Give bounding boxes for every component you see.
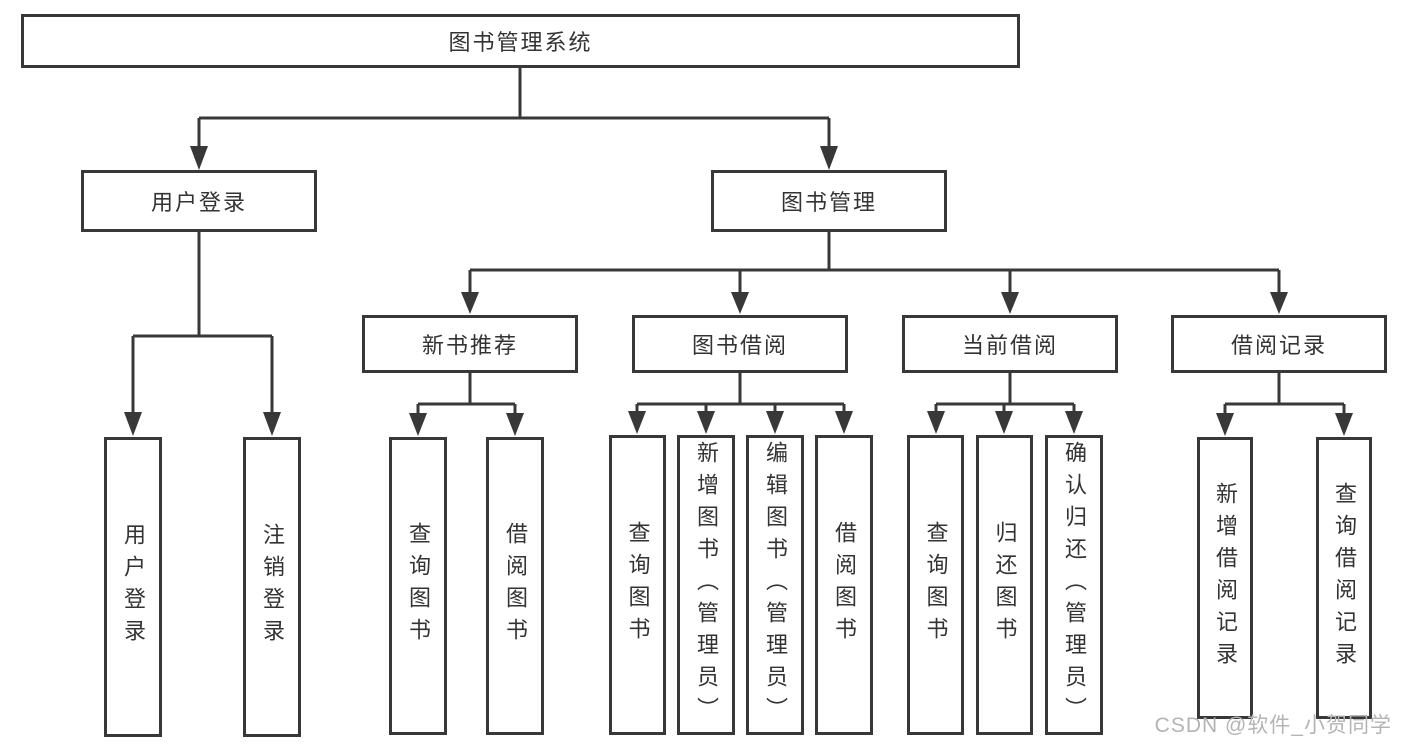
node-book-management: 图书管理 [711,170,947,232]
leaf-borrow-books: 借阅图书 [815,435,873,735]
node-label: 新书推荐 [421,333,518,358]
node-label: 新增借阅记录 [1213,482,1238,674]
node-label: 图书管理 [780,190,877,215]
connector-records-children [1216,373,1353,436]
node-book-management-system: 图书管理系统 [21,14,1020,68]
node-label: 图书借阅 [691,333,788,358]
leaf-query-books-recommend: 查询图书 [389,437,447,735]
node-label: 查询图书 [406,522,431,650]
node-label: 注销登录 [260,523,285,651]
node-label: 查询借阅记录 [1332,482,1357,674]
node-user-login: 用户登录 [81,170,317,232]
node-current-borrowing: 当前借阅 [902,315,1118,373]
connector-user-login-children [124,232,281,436]
node-label: 新增图书（管理员） [694,441,719,729]
node-label: 当前借阅 [961,333,1058,358]
connector-book-management-to-level3 [461,232,1288,314]
node-label: 编辑图书（管理员） [763,441,788,729]
connector-book-borrowing-children [628,373,853,434]
node-label: 图书管理系统 [448,30,593,55]
node-label: 用户登录 [150,190,247,215]
leaf-query-books-borrowing: 查询图书 [609,435,666,735]
leaf-add-borrow-record: 新增借阅记录 [1197,437,1253,719]
node-new-book-recommend: 新书推荐 [362,315,578,373]
node-label: 借阅图书 [503,522,528,650]
node-label: 借阅图书 [832,521,857,649]
leaf-query-books-current: 查询图书 [907,435,964,735]
leaf-add-book-admin: 新增图书（管理员） [677,435,735,735]
node-label: 归还图书 [992,521,1018,649]
node-label: 确认归还（管理员） [1062,441,1087,729]
connector-new-book-children [409,373,524,436]
watermark: CSDN @软件_小贺同学 [1154,714,1392,737]
leaf-user-login: 用户登录 [104,437,162,737]
node-label: 借阅记录 [1230,333,1327,358]
leaf-edit-book-admin: 编辑图书（管理员） [746,435,804,735]
node-borrowing-records: 借阅记录 [1171,315,1387,373]
node-label: 查询图书 [923,521,949,649]
leaf-borrow-books-recommend: 借阅图书 [486,437,544,735]
node-book-borrowing: 图书借阅 [632,315,848,373]
leaf-query-borrow-record: 查询借阅记录 [1316,437,1372,719]
connector-root-to-level2 [190,68,838,170]
leaf-logout: 注销登录 [243,437,301,737]
node-label: 查询图书 [625,521,651,649]
leaf-confirm-return-admin: 确认归还（管理员） [1045,435,1103,735]
leaf-return-books: 归还图书 [976,435,1033,735]
connector-current-borrowing-children [927,373,1083,434]
node-label: 用户登录 [121,523,146,651]
